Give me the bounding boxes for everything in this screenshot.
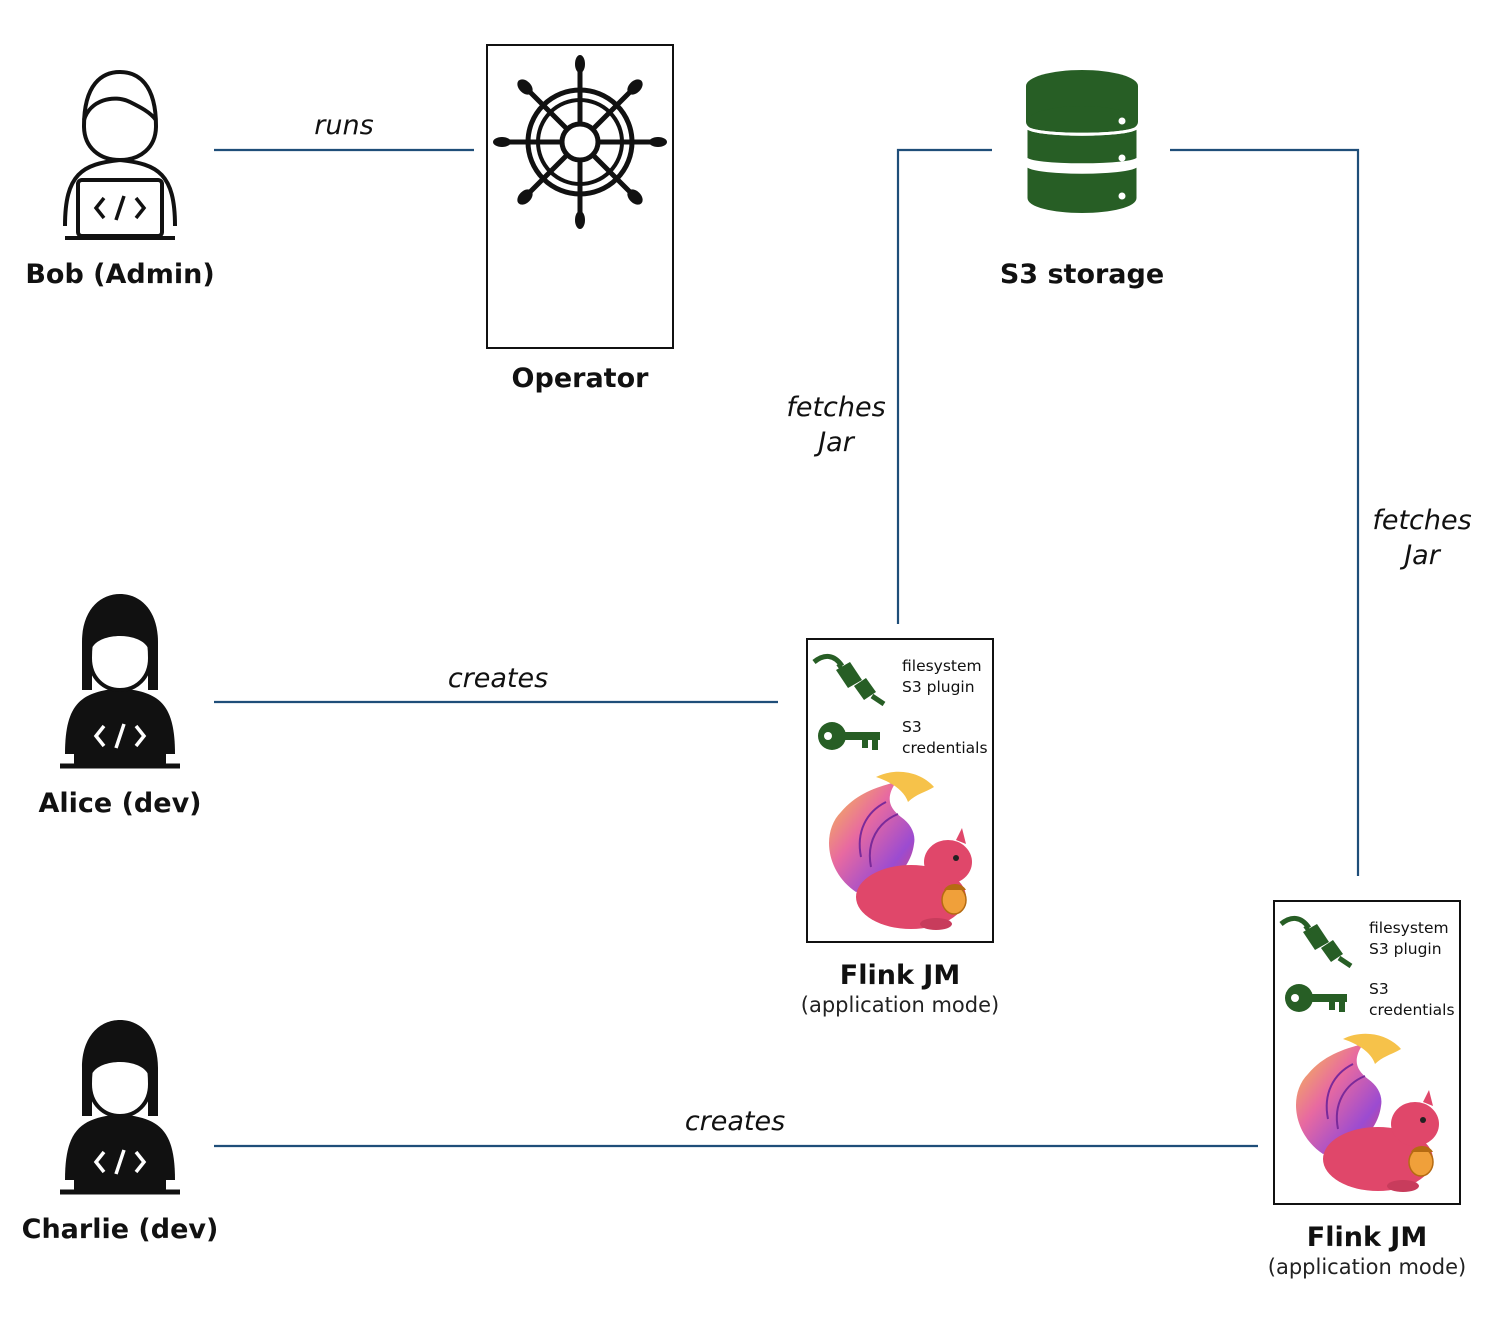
edge-label-fetch1-line2: Jar (813, 427, 856, 458)
edge-label-fetch2-line1: fetches (1372, 505, 1471, 536)
edge-fetch-jar-2 (1170, 148, 1360, 876)
flink-jm-1-cred-line1: S3 (902, 718, 922, 736)
edge-label-fetch1-line1: fetches (786, 392, 885, 423)
edge-label-alice-creates: creates (448, 663, 548, 694)
node-flink-jm-2: filesystem S3 plugin S3 credentials Flin… (1268, 900, 1466, 1279)
node-flink-jm-1: filesystem S3 plugin S3 credentials Flin… (801, 638, 999, 1017)
flink-jm-1-cred-line2: credentials (902, 739, 988, 757)
edge-label-runs: runs (314, 110, 373, 141)
developer-person-icon (60, 1020, 180, 1192)
edge-fetch-jar-1 (896, 148, 992, 624)
node-s3: S3 storage (1000, 70, 1164, 290)
node-alice-label: Alice (dev) (38, 788, 201, 819)
flink-jm-2-subtitle: (application mode) (1268, 1255, 1466, 1279)
node-operator: Operator (486, 44, 674, 394)
node-bob: Bob (Admin) (25, 70, 215, 290)
node-alice: Alice (dev) (38, 594, 202, 819)
ship-wheel-icon (493, 55, 667, 229)
edge-label-charlie-creates: creates (685, 1106, 785, 1137)
flink-jm-2-title: Flink JM (1307, 1222, 1427, 1253)
flink-jm-2-plugin-line2: S3 plugin (1369, 940, 1442, 958)
flink-jm-1-title: Flink JM (840, 960, 960, 991)
developer-person-icon (60, 594, 180, 766)
flink-jm-1-plugin-line2: S3 plugin (902, 678, 975, 696)
edge-label-fetch2-line2: Jar (1399, 540, 1442, 571)
node-bob-label: Bob (Admin) (25, 259, 214, 290)
node-charlie: Charlie (dev) (22, 1020, 219, 1245)
node-operator-label: Operator (512, 363, 650, 394)
flink-jm-1-subtitle: (application mode) (801, 993, 999, 1017)
database-icon (1024, 70, 1140, 216)
flink-jm-2-cred-line1: S3 (1369, 980, 1389, 998)
node-s3-label: S3 storage (1000, 259, 1164, 290)
flink-jm-1-plugin-line1: filesystem (902, 657, 982, 675)
node-charlie-label: Charlie (dev) (22, 1214, 219, 1245)
flink-jm-2-cred-line2: credentials (1369, 1001, 1455, 1019)
flink-jm-2-plugin-line1: filesystem (1369, 919, 1449, 937)
developer-person-icon (63, 70, 177, 240)
